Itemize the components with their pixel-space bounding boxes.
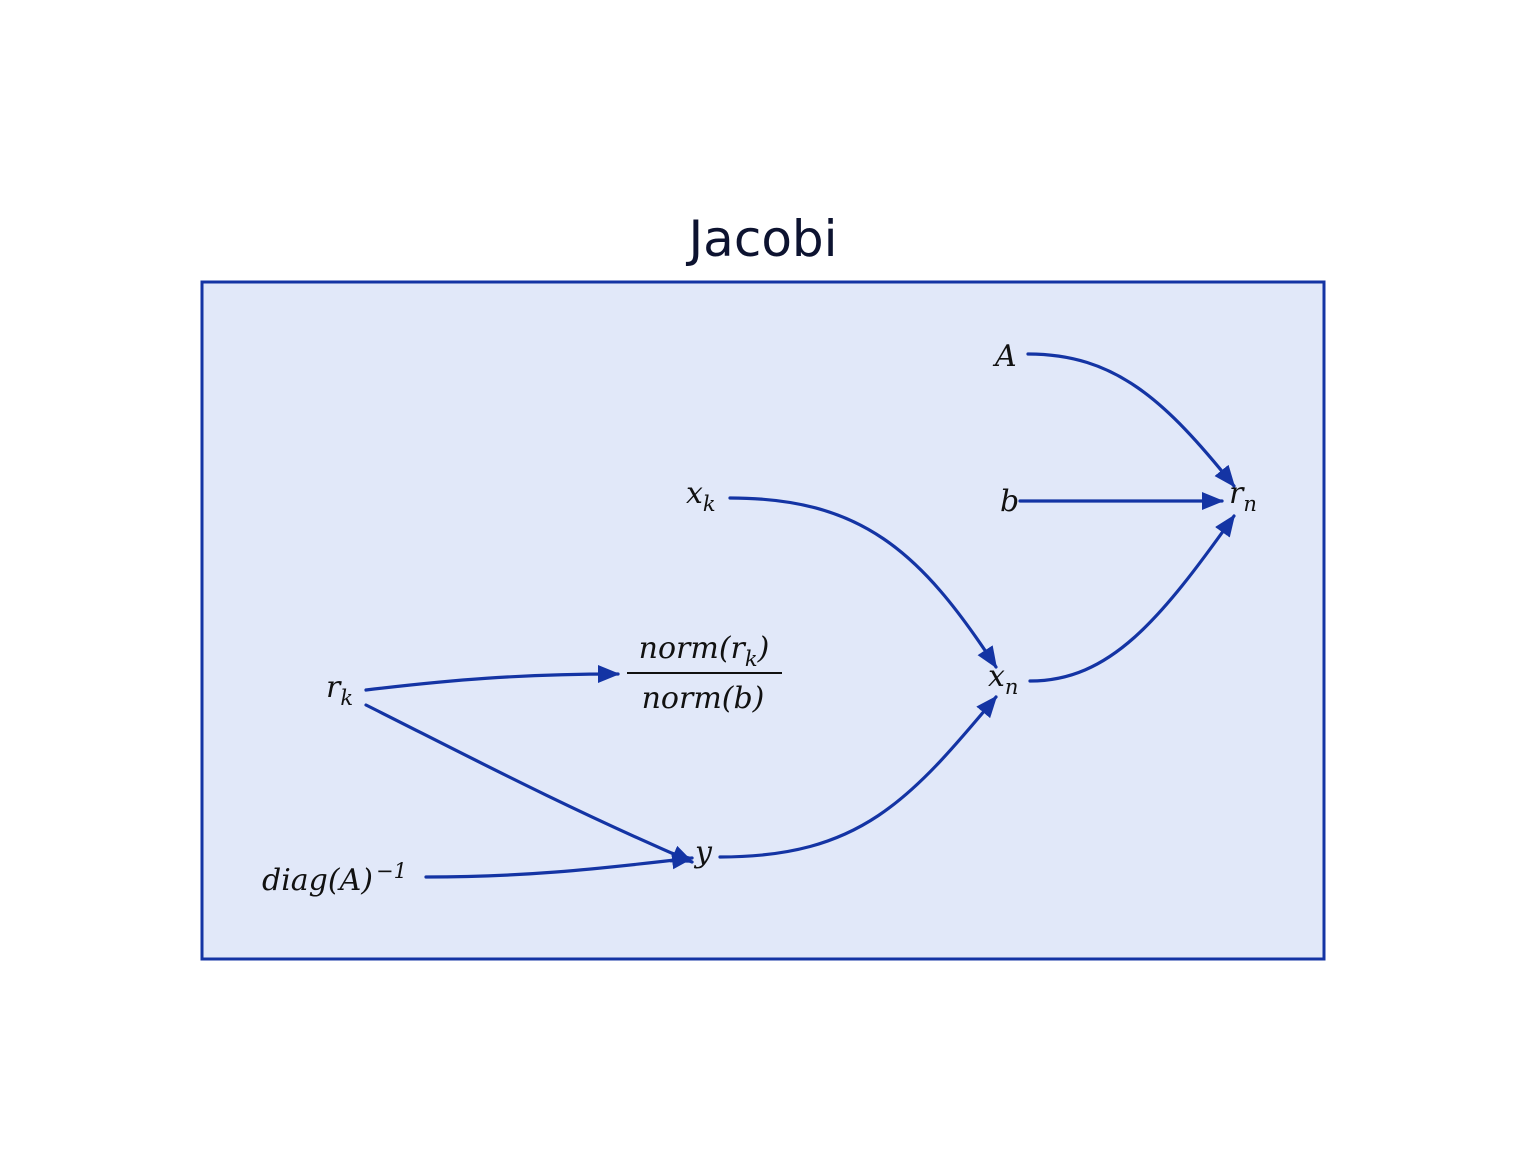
- ratio-numerator-close: ): [757, 631, 770, 666]
- node-x-n: xn: [988, 659, 1018, 699]
- edge-xn-to-rn: [1028, 514, 1236, 683]
- ratio-denominator: norm(b): [642, 681, 765, 716]
- edge-A-to-rn: [1026, 352, 1236, 488]
- node-x-k-sub: k: [703, 492, 716, 516]
- node-b: b: [1000, 484, 1019, 519]
- node-r-n: rn: [1229, 476, 1257, 516]
- edge-rk-to-ratio: [364, 665, 620, 692]
- edge-y-to-xn: [718, 695, 998, 859]
- node-y-label: y: [693, 835, 713, 870]
- node-r-n-sub: n: [1243, 492, 1257, 516]
- node-A-label: A: [992, 339, 1017, 374]
- ratio-numerator-text: norm(r: [639, 631, 747, 666]
- node-r-k: rk: [326, 670, 353, 710]
- node-norm-ratio: norm(rk) norm(b): [627, 631, 782, 716]
- node-x-k-base: x: [686, 476, 703, 511]
- node-y: y: [693, 835, 713, 870]
- node-r-k-sub: k: [340, 686, 353, 710]
- edge-xk-to-xn: [728, 496, 998, 669]
- node-diag-sup: −1: [376, 859, 407, 883]
- ratio-numerator-sub: k: [745, 647, 758, 671]
- node-b-label: b: [1000, 484, 1019, 519]
- edge-rk-to-y: [364, 703, 694, 864]
- cluster-frame: [200, 280, 1326, 961]
- ratio-numerator: norm(rk): [639, 631, 770, 671]
- node-diag-inverse: diag(A)−1: [262, 859, 407, 898]
- node-r-k-base: r: [326, 670, 342, 705]
- node-r-n-base: r: [1229, 476, 1245, 511]
- node-A: A: [992, 339, 1017, 374]
- node-x-k: xk: [686, 476, 716, 516]
- diagram-title: Jacobi: [685, 210, 837, 268]
- node-diag-base: diag(A): [262, 863, 373, 898]
- edge-diag-to-y: [424, 851, 694, 879]
- node-x-n-sub: n: [1005, 675, 1019, 699]
- node-x-n-base: x: [988, 659, 1005, 694]
